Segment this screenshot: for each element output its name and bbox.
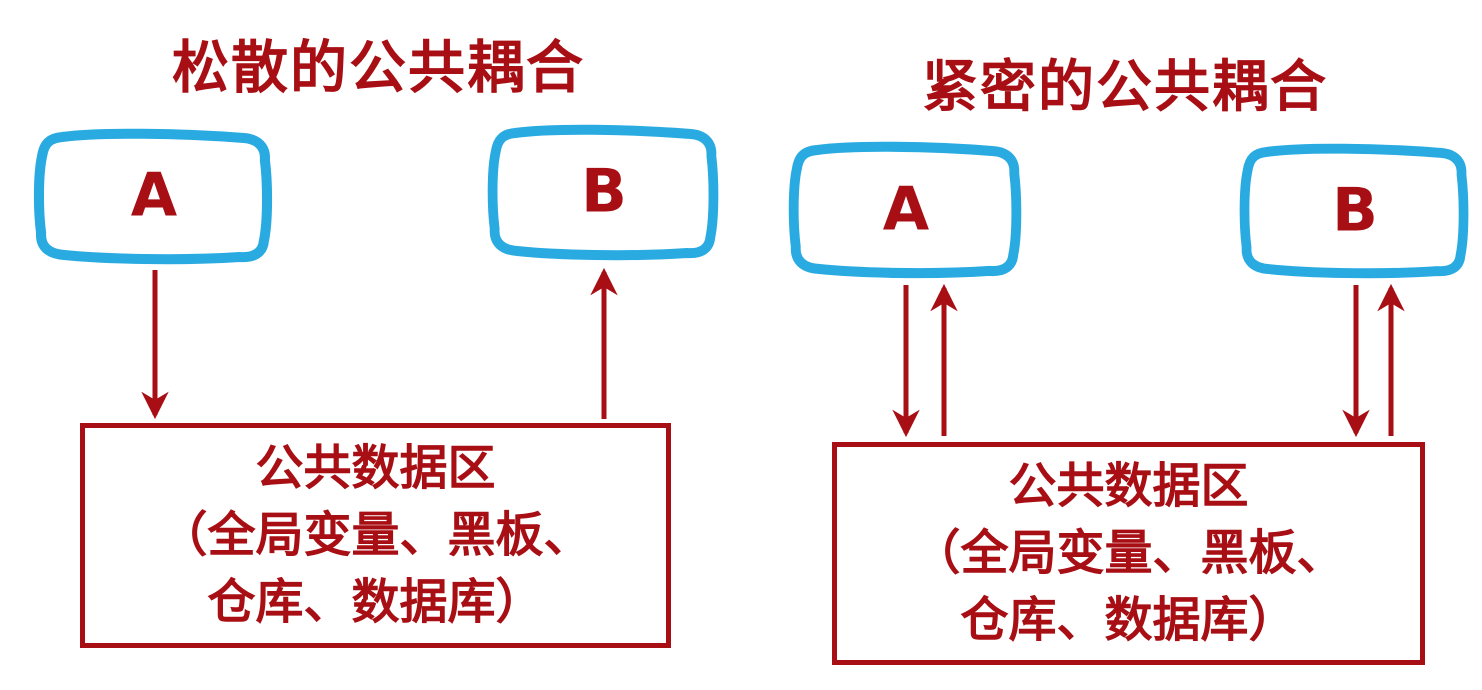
datastore-box-right: 公共数据区 （全局变量、黑板、 仓库、数据库） <box>832 442 1425 665</box>
hand-drawn-box-outline <box>1239 143 1469 279</box>
hand-drawn-box-outline <box>788 141 1022 279</box>
module-box-left-b: B <box>482 122 726 266</box>
hand-drawn-box-outline <box>33 128 273 265</box>
datastore-title: 公共数据区 <box>255 440 496 496</box>
tight-coupling-title: 紧密的公共耦合 <box>922 55 1328 120</box>
hand-drawn-box-outline <box>487 124 719 261</box>
module-box-right-a: A <box>783 139 1029 284</box>
module-label-right-b: B <box>1332 175 1378 246</box>
module-box-left-a: A <box>28 126 280 270</box>
datastore-box-left: 公共数据区 （全局变量、黑板、 仓库、数据库） <box>80 423 671 648</box>
module-label-left-b: B <box>581 156 627 227</box>
datastore-detail-line2: 仓库、数据库） <box>207 574 544 630</box>
module-label-right-a: A <box>882 174 930 245</box>
datastore-detail-line1: （全局变量、黑板、 <box>912 525 1345 581</box>
datastore-title: 公共数据区 <box>1008 458 1249 514</box>
module-label-left-a: A <box>130 160 178 231</box>
loose-coupling-title: 松散的公共耦合 <box>172 35 585 101</box>
datastore-detail-line2: 仓库、数据库） <box>960 592 1297 648</box>
module-box-right-b: B <box>1234 141 1476 284</box>
datastore-detail-line1: （全局变量、黑板、 <box>159 507 592 563</box>
